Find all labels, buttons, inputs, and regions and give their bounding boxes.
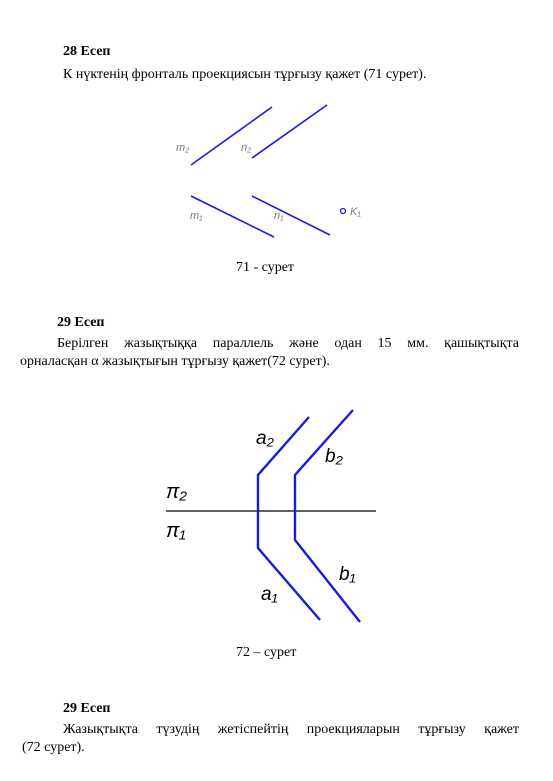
line-m2 xyxy=(190,106,273,166)
label-a1: a₁ xyxy=(261,584,278,605)
problem-29a-text-line2: орналасқан α жазықтығын тұрғызу қажет(72… xyxy=(20,354,330,369)
line-n2 xyxy=(251,104,328,159)
label-a2: a₂ xyxy=(256,428,275,449)
line-n1 xyxy=(251,195,331,236)
line-a2 xyxy=(256,416,310,511)
label-k1: K₁ xyxy=(350,206,361,218)
problem-29b-text-line1: Жазықтықта түзудің жетіспейтің проекциял… xyxy=(63,722,519,737)
figure-72: a₂ b₂ a₁ b₁ π₂ π₁ xyxy=(166,409,376,623)
label-n2: n₂ xyxy=(241,142,252,154)
figure-72-caption: 72 – сурет xyxy=(236,645,297,660)
problem-29a-heading: 29 Есеп xyxy=(57,315,105,330)
label-m2: m₂ xyxy=(176,142,190,154)
label-n1: n₁ xyxy=(274,210,284,222)
label-b2: b₂ xyxy=(325,446,344,467)
line-a1 xyxy=(256,511,321,621)
problem-28-heading: 28 Есеп xyxy=(63,44,111,59)
label-b1: b₁ xyxy=(339,564,356,585)
line-b2 xyxy=(293,409,354,511)
problem-28-text: К нүктенің фронталь проекциясын тұрғызу … xyxy=(63,67,427,82)
line-m1 xyxy=(190,195,275,238)
label-pi1: π₁ xyxy=(166,520,186,542)
problem-29b-heading: 29 Есеп xyxy=(63,701,111,716)
label-pi2: π₂ xyxy=(166,481,187,503)
point-k1 xyxy=(339,207,347,215)
label-m1: m₁ xyxy=(190,210,203,222)
problem-29a-text-line1: Берілген жазықтыққа параллель және одан … xyxy=(57,336,519,351)
problem-29b-text-line2: (72 сурет). xyxy=(22,740,85,755)
figure-71-caption: 71 - сурет xyxy=(236,260,295,275)
line-b1 xyxy=(293,511,361,623)
